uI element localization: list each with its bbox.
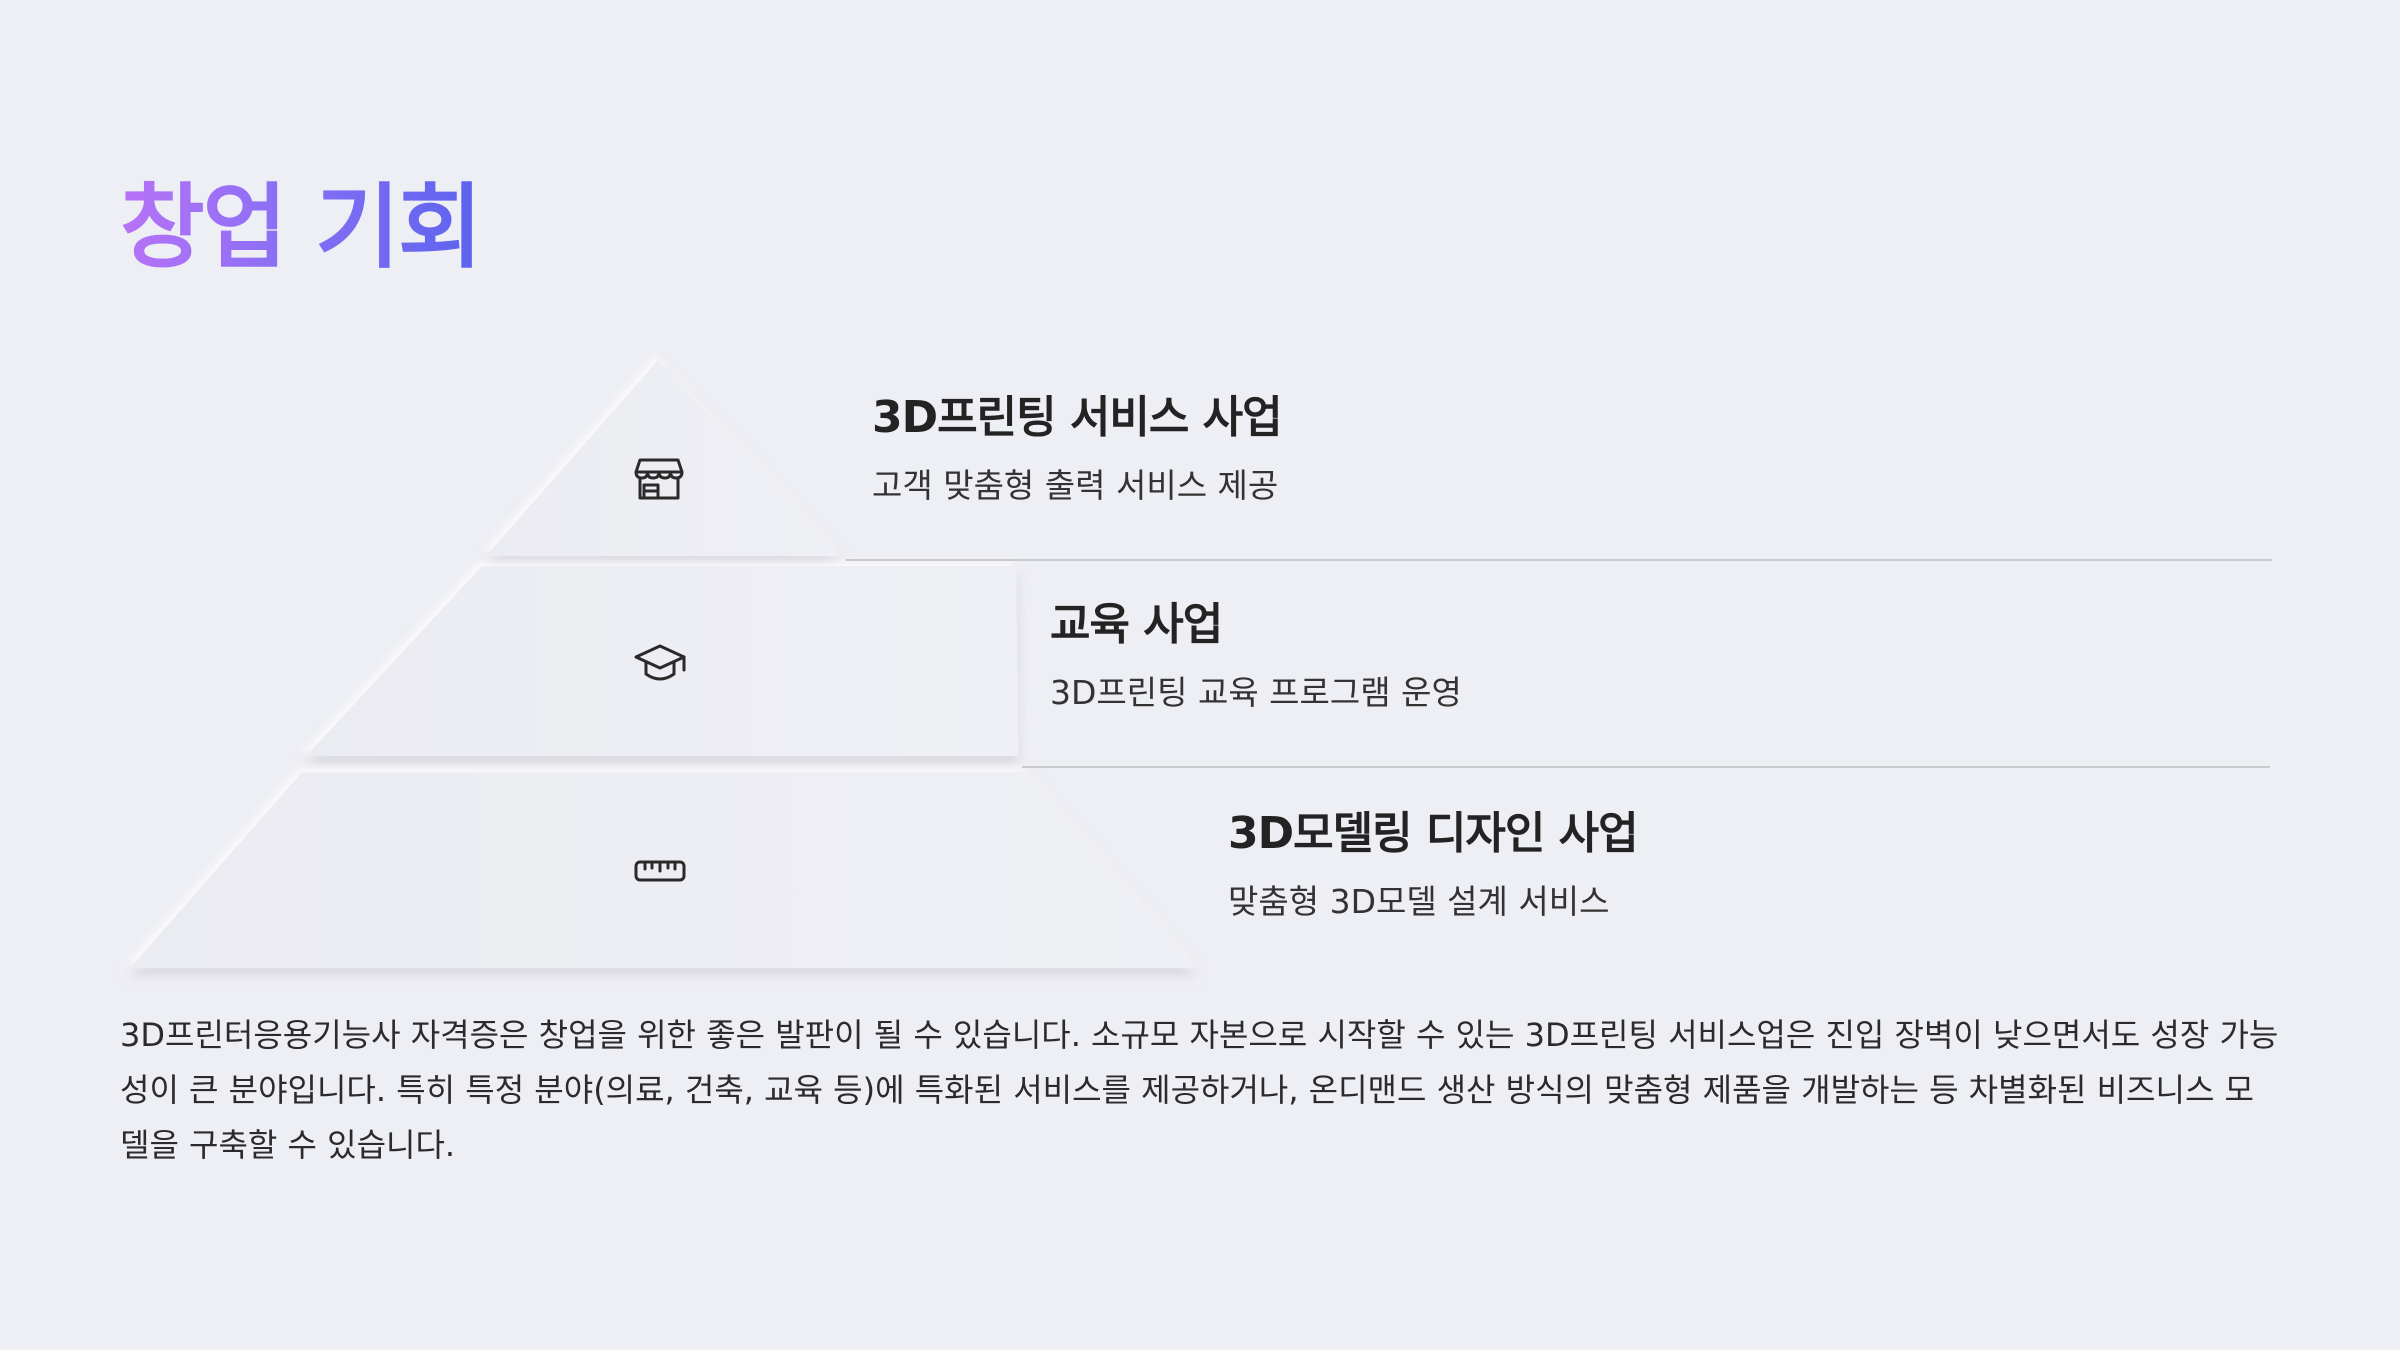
divider-1 <box>846 559 2272 561</box>
storefront-icon <box>634 458 684 500</box>
page-title: 창업 기회 <box>120 168 483 288</box>
tier-1-description: 고객 맞춤형 출력 서비스 제공 <box>872 466 1279 505</box>
tier-3-text: 3D모델링 디자인 사업 맞춤형 3D모델 설계 서비스 <box>1228 806 1639 924</box>
pyramid-tier-3 <box>130 772 1196 968</box>
ruler-icon <box>634 860 686 882</box>
tier-1-heading: 3D프린팅 서비스 사업 <box>872 392 1283 443</box>
graduation-cap-icon <box>634 644 686 681</box>
tier-2-description: 3D프린팅 교육 프로그램 운영 <box>1050 673 1462 712</box>
divider-2 <box>1022 766 2270 768</box>
tier-3-heading: 3D모델링 디자인 사업 <box>1228 808 1639 859</box>
tier-2-text: 교육 사업 3D프린팅 교육 프로그램 운영 <box>1050 597 1462 715</box>
tier-2-heading: 교육 사업 <box>1050 599 1223 650</box>
tier-1-text: 3D프린팅 서비스 사업 고객 맞춤형 출력 서비스 제공 <box>872 390 1283 508</box>
tier-3-description: 맞춤형 3D모델 설계 서비스 <box>1228 882 1610 921</box>
body-paragraph: 3D프린터응용기능사 자격증은 창업을 위한 좋은 발판이 될 수 있습니다. … <box>120 1016 2279 1164</box>
pyramid-diagram <box>130 360 1196 968</box>
pyramid-tier-1 <box>486 360 840 556</box>
pyramid-tier-2 <box>306 566 1018 756</box>
